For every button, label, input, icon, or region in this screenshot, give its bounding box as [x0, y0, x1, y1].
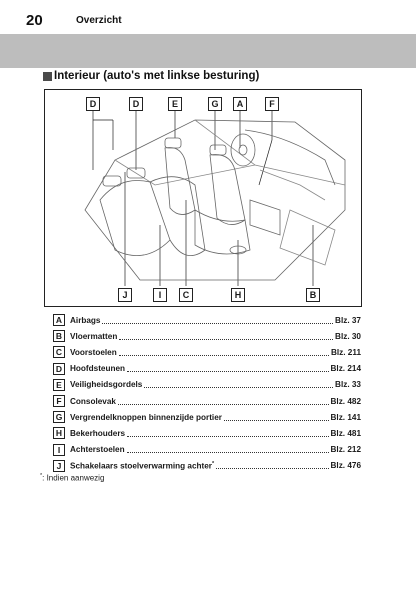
leader-dots [144, 387, 334, 389]
leader-dots [127, 435, 329, 437]
legend-letter: C [53, 346, 65, 359]
leader-lines [92, 111, 314, 286]
leader-dots [127, 371, 329, 373]
page-reference: Blz. 212 [330, 445, 362, 455]
leader-dots [117, 403, 329, 405]
car-interior-drawing [84, 111, 346, 286]
leader-dots [118, 354, 329, 356]
page-reference: Blz. 33 [335, 380, 361, 390]
legend-label-text: Schakelaars stoelverwarming achter [70, 461, 212, 471]
leader-dots [102, 322, 334, 324]
page-reference: Blz. 37 [335, 315, 361, 325]
callout-b: B [306, 288, 320, 302]
legend-row-b: B Vloermatten Blz. 30 [53, 328, 361, 344]
legend-label: Veiligheidsgordels [70, 380, 143, 390]
legend-list: A Airbags Blz. 37 B Vloermatten Blz. 30 … [53, 312, 361, 474]
page-reference: Blz. 30 [335, 331, 361, 341]
header-band [0, 34, 416, 68]
leader-dots [216, 468, 329, 470]
leader-dots [119, 338, 334, 340]
legend-label: Airbags [70, 315, 101, 325]
page-reference: Blz. 214 [330, 364, 362, 374]
legend-letter: I [53, 443, 65, 456]
leader-dots [223, 419, 329, 421]
legend-row-i: I Achterstoelen Blz. 212 [53, 442, 361, 458]
legend-row-g: G Vergrendelknoppen binnenzijde portier … [53, 409, 361, 425]
callout-i: I [153, 288, 167, 302]
section-bullet-icon [43, 71, 52, 81]
legend-row-a: A Airbags Blz. 37 [53, 312, 361, 328]
legend-label: Achterstoelen [70, 445, 125, 455]
callout-e: E [168, 97, 182, 111]
section-title: Interieur (auto's met linkse besturing) [43, 70, 259, 82]
legend-row-h: H Bekerhouders Blz. 481 [53, 425, 361, 441]
legend-letter: E [53, 378, 65, 391]
page-reference: Blz. 481 [330, 428, 362, 438]
legend-row-d: D Hoofdsteunen Blz. 214 [53, 361, 361, 377]
page-number: 20 [26, 12, 43, 29]
footnote-text: : Indien aanwezig [42, 473, 105, 483]
legend-label: Voorstoelen [70, 347, 117, 357]
page-reference: Blz. 482 [330, 396, 362, 406]
interior-illustration: D D E G A F J I C H B [44, 89, 362, 307]
callout-d-2: D [129, 97, 143, 111]
legend-row-c: C Voorstoelen Blz. 211 [53, 344, 361, 360]
callout-j: J [118, 288, 132, 302]
callout-f: F [265, 97, 279, 111]
legend-label: Consolevak [70, 396, 116, 406]
legend-letter: F [53, 395, 65, 408]
legend-label: Hoofdsteunen [70, 364, 126, 374]
chapter-title: Overzicht [76, 15, 122, 26]
legend-label: Schakelaars stoelverwarming achter* [70, 461, 214, 471]
footnote: *: Indien aanwezig [40, 473, 104, 483]
footnote-marker: * [212, 460, 215, 467]
callout-a: A [233, 97, 247, 111]
page-reference: Blz. 211 [330, 347, 361, 357]
callout-d-1: D [86, 97, 100, 111]
legend-letter: B [53, 330, 65, 343]
legend-letter: A [53, 314, 65, 327]
section-title-text: Interieur (auto's met linkse besturing) [54, 70, 260, 82]
footnote-asterisk: * [40, 473, 43, 479]
legend-row-e: E Veiligheidsgordels Blz. 33 [53, 377, 361, 393]
legend-row-j: J Schakelaars stoelverwarming achter* Bl… [53, 458, 361, 474]
legend-label: Vergrendelknoppen binnenzijde portier [70, 412, 222, 422]
legend-label: Vloermatten [70, 331, 118, 341]
page-reference: Blz. 476 [330, 461, 362, 471]
legend-letter: G [53, 411, 65, 424]
legend-letter: J [53, 459, 65, 472]
callout-h: H [231, 288, 245, 302]
page-reference: Blz. 141 [330, 412, 362, 422]
legend-letter: H [53, 427, 65, 440]
leader-dots [126, 452, 329, 454]
legend-row-f: F Consolevak Blz. 482 [53, 393, 361, 409]
legend-label: Bekerhouders [70, 428, 126, 438]
legend-letter: D [53, 362, 65, 375]
callout-c: C [179, 288, 193, 302]
callout-g: G [208, 97, 222, 111]
